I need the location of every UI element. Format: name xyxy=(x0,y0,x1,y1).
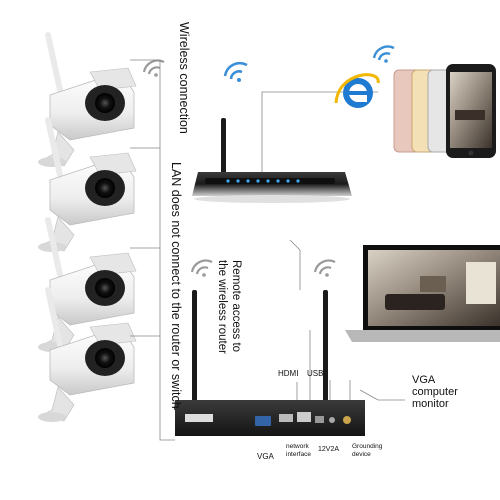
network-interface-label: network interface xyxy=(286,443,311,458)
nvr-icon xyxy=(174,290,365,436)
grounding-device-label: Grounding device xyxy=(352,443,383,458)
wifi-icon xyxy=(223,61,248,82)
wifi-icon xyxy=(142,59,165,77)
wifi-icon xyxy=(313,259,336,277)
camera-4 xyxy=(38,287,137,422)
remote-access-label: Remote access to the wireless router xyxy=(216,260,242,354)
wifi-icon xyxy=(372,45,395,63)
laptop-icon xyxy=(345,245,500,342)
internet-explorer-icon xyxy=(334,73,380,108)
wireless-connection-label: Wireless connection xyxy=(177,22,191,134)
router-icon xyxy=(192,118,352,203)
usb-label: USB xyxy=(307,369,324,378)
vga-label: VGA xyxy=(257,452,274,461)
lan-note-label: LAN does not connect to the router or sw… xyxy=(169,162,183,409)
wifi-icon xyxy=(190,259,213,277)
hdmi-label: HDMI xyxy=(278,369,299,378)
monitor-caption: VGA computer monitor xyxy=(412,374,458,410)
smartphone-icon xyxy=(393,64,496,158)
camera-2 xyxy=(38,117,137,252)
power-label: 12V2A xyxy=(318,446,340,453)
